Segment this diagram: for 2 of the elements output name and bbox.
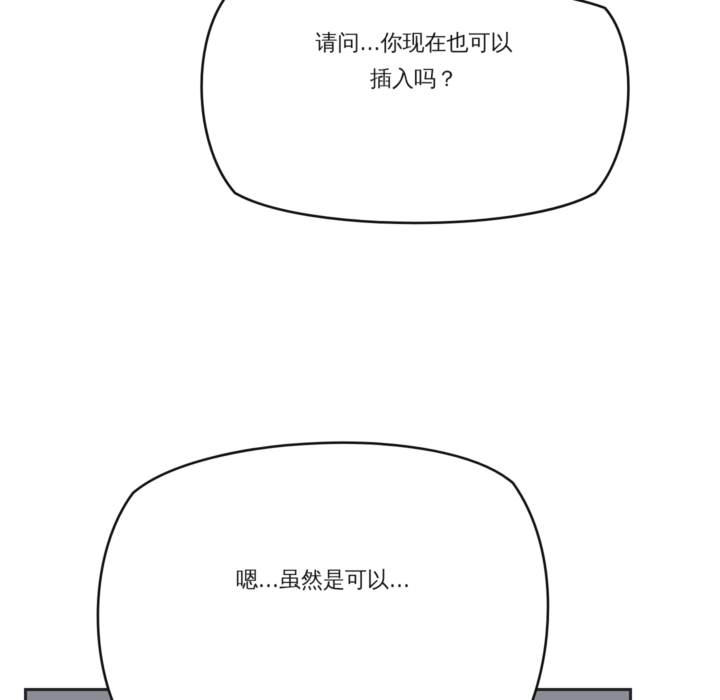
dialogue-text: 请问...你现在也可以插入吗？ <box>314 30 514 94</box>
dialogue-text: 嗯...虽然是可以... <box>235 567 411 595</box>
